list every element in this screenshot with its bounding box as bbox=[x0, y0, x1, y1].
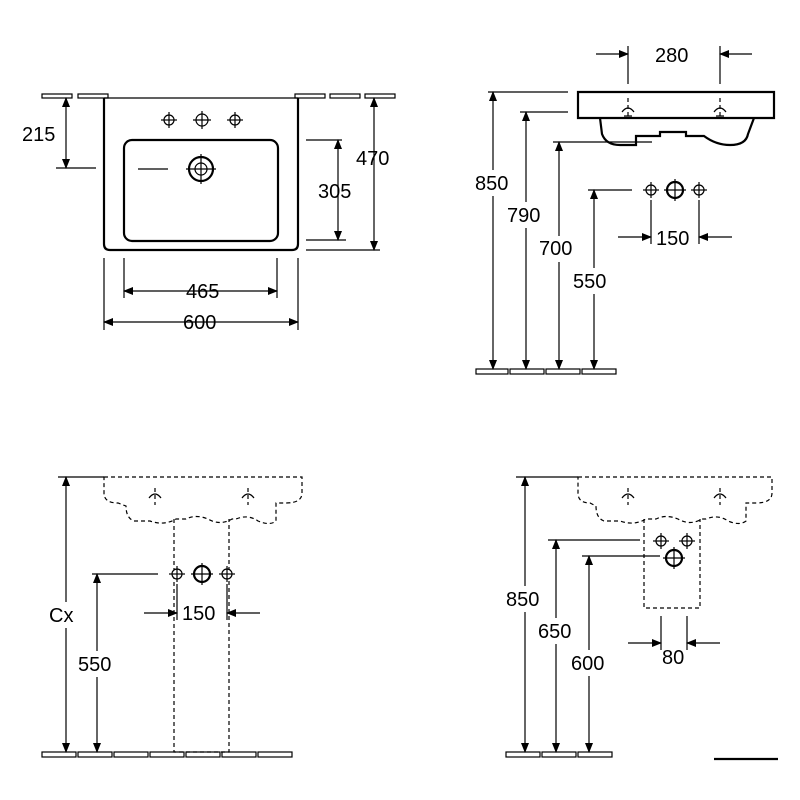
dim-bowl-height: 790 bbox=[507, 205, 540, 227]
side-tap-holes bbox=[621, 98, 727, 118]
dim-supply-spacing: 150 bbox=[656, 228, 689, 250]
basin-hidden-outline bbox=[103, 476, 303, 525]
dim-tap-spacing: 280 bbox=[655, 45, 688, 67]
dim-pedestal-supply-height: 550 bbox=[78, 654, 111, 676]
semi-basin-hidden-outline bbox=[577, 476, 773, 525]
tap-markers-hidden bbox=[148, 488, 255, 505]
dim-rim-height: 850 bbox=[475, 173, 508, 195]
dim-supply-height: 550 bbox=[573, 271, 606, 293]
floor-line bbox=[475, 368, 617, 375]
bowl-outline bbox=[122, 138, 280, 243]
top-view: 215 305 470 465 600 bbox=[22, 93, 396, 334]
dim-overall-width: 600 bbox=[183, 312, 216, 334]
dim-bowl-depth: 305 bbox=[318, 181, 351, 203]
dim-overall-depth: 470 bbox=[356, 148, 389, 170]
wall-line bbox=[41, 93, 396, 99]
drain-icon bbox=[138, 154, 216, 184]
dim-semi-supply-spacing: 80 bbox=[662, 647, 684, 669]
semi-pedestal-view: 850 650 600 80 bbox=[504, 476, 773, 758]
pedestal-hidden-outline bbox=[173, 519, 230, 753]
dim-tap-offset: 215 bbox=[22, 124, 55, 146]
tap-holes bbox=[161, 111, 243, 129]
dim-pedestal-supply-spacing: 150 bbox=[182, 603, 215, 625]
basin-profile bbox=[576, 90, 776, 120]
floor-line-semi bbox=[505, 751, 613, 758]
dim-semi-rim-height: 850 bbox=[506, 589, 539, 611]
pedestal-supply-connections bbox=[169, 563, 235, 585]
pedestal-view: Cx 550 150 bbox=[41, 476, 303, 758]
dim-waste-height: 700 bbox=[539, 238, 572, 260]
semi-tap-markers-hidden bbox=[621, 488, 727, 505]
semi-pedestal-hidden-outline bbox=[643, 519, 701, 609]
floor-line-pedestal bbox=[41, 751, 293, 758]
side-view: 280 850 790 bbox=[474, 45, 776, 375]
semi-supply-connections bbox=[653, 533, 695, 569]
dim-rim-height-variable: Cx bbox=[49, 605, 73, 627]
dim-semi-supply-height: 600 bbox=[571, 653, 604, 675]
dim-bowl-width: 465 bbox=[186, 281, 219, 303]
dim-semi-pedestal-top: 650 bbox=[538, 621, 571, 643]
basin-outline bbox=[102, 98, 300, 252]
supply-connections bbox=[643, 179, 707, 201]
